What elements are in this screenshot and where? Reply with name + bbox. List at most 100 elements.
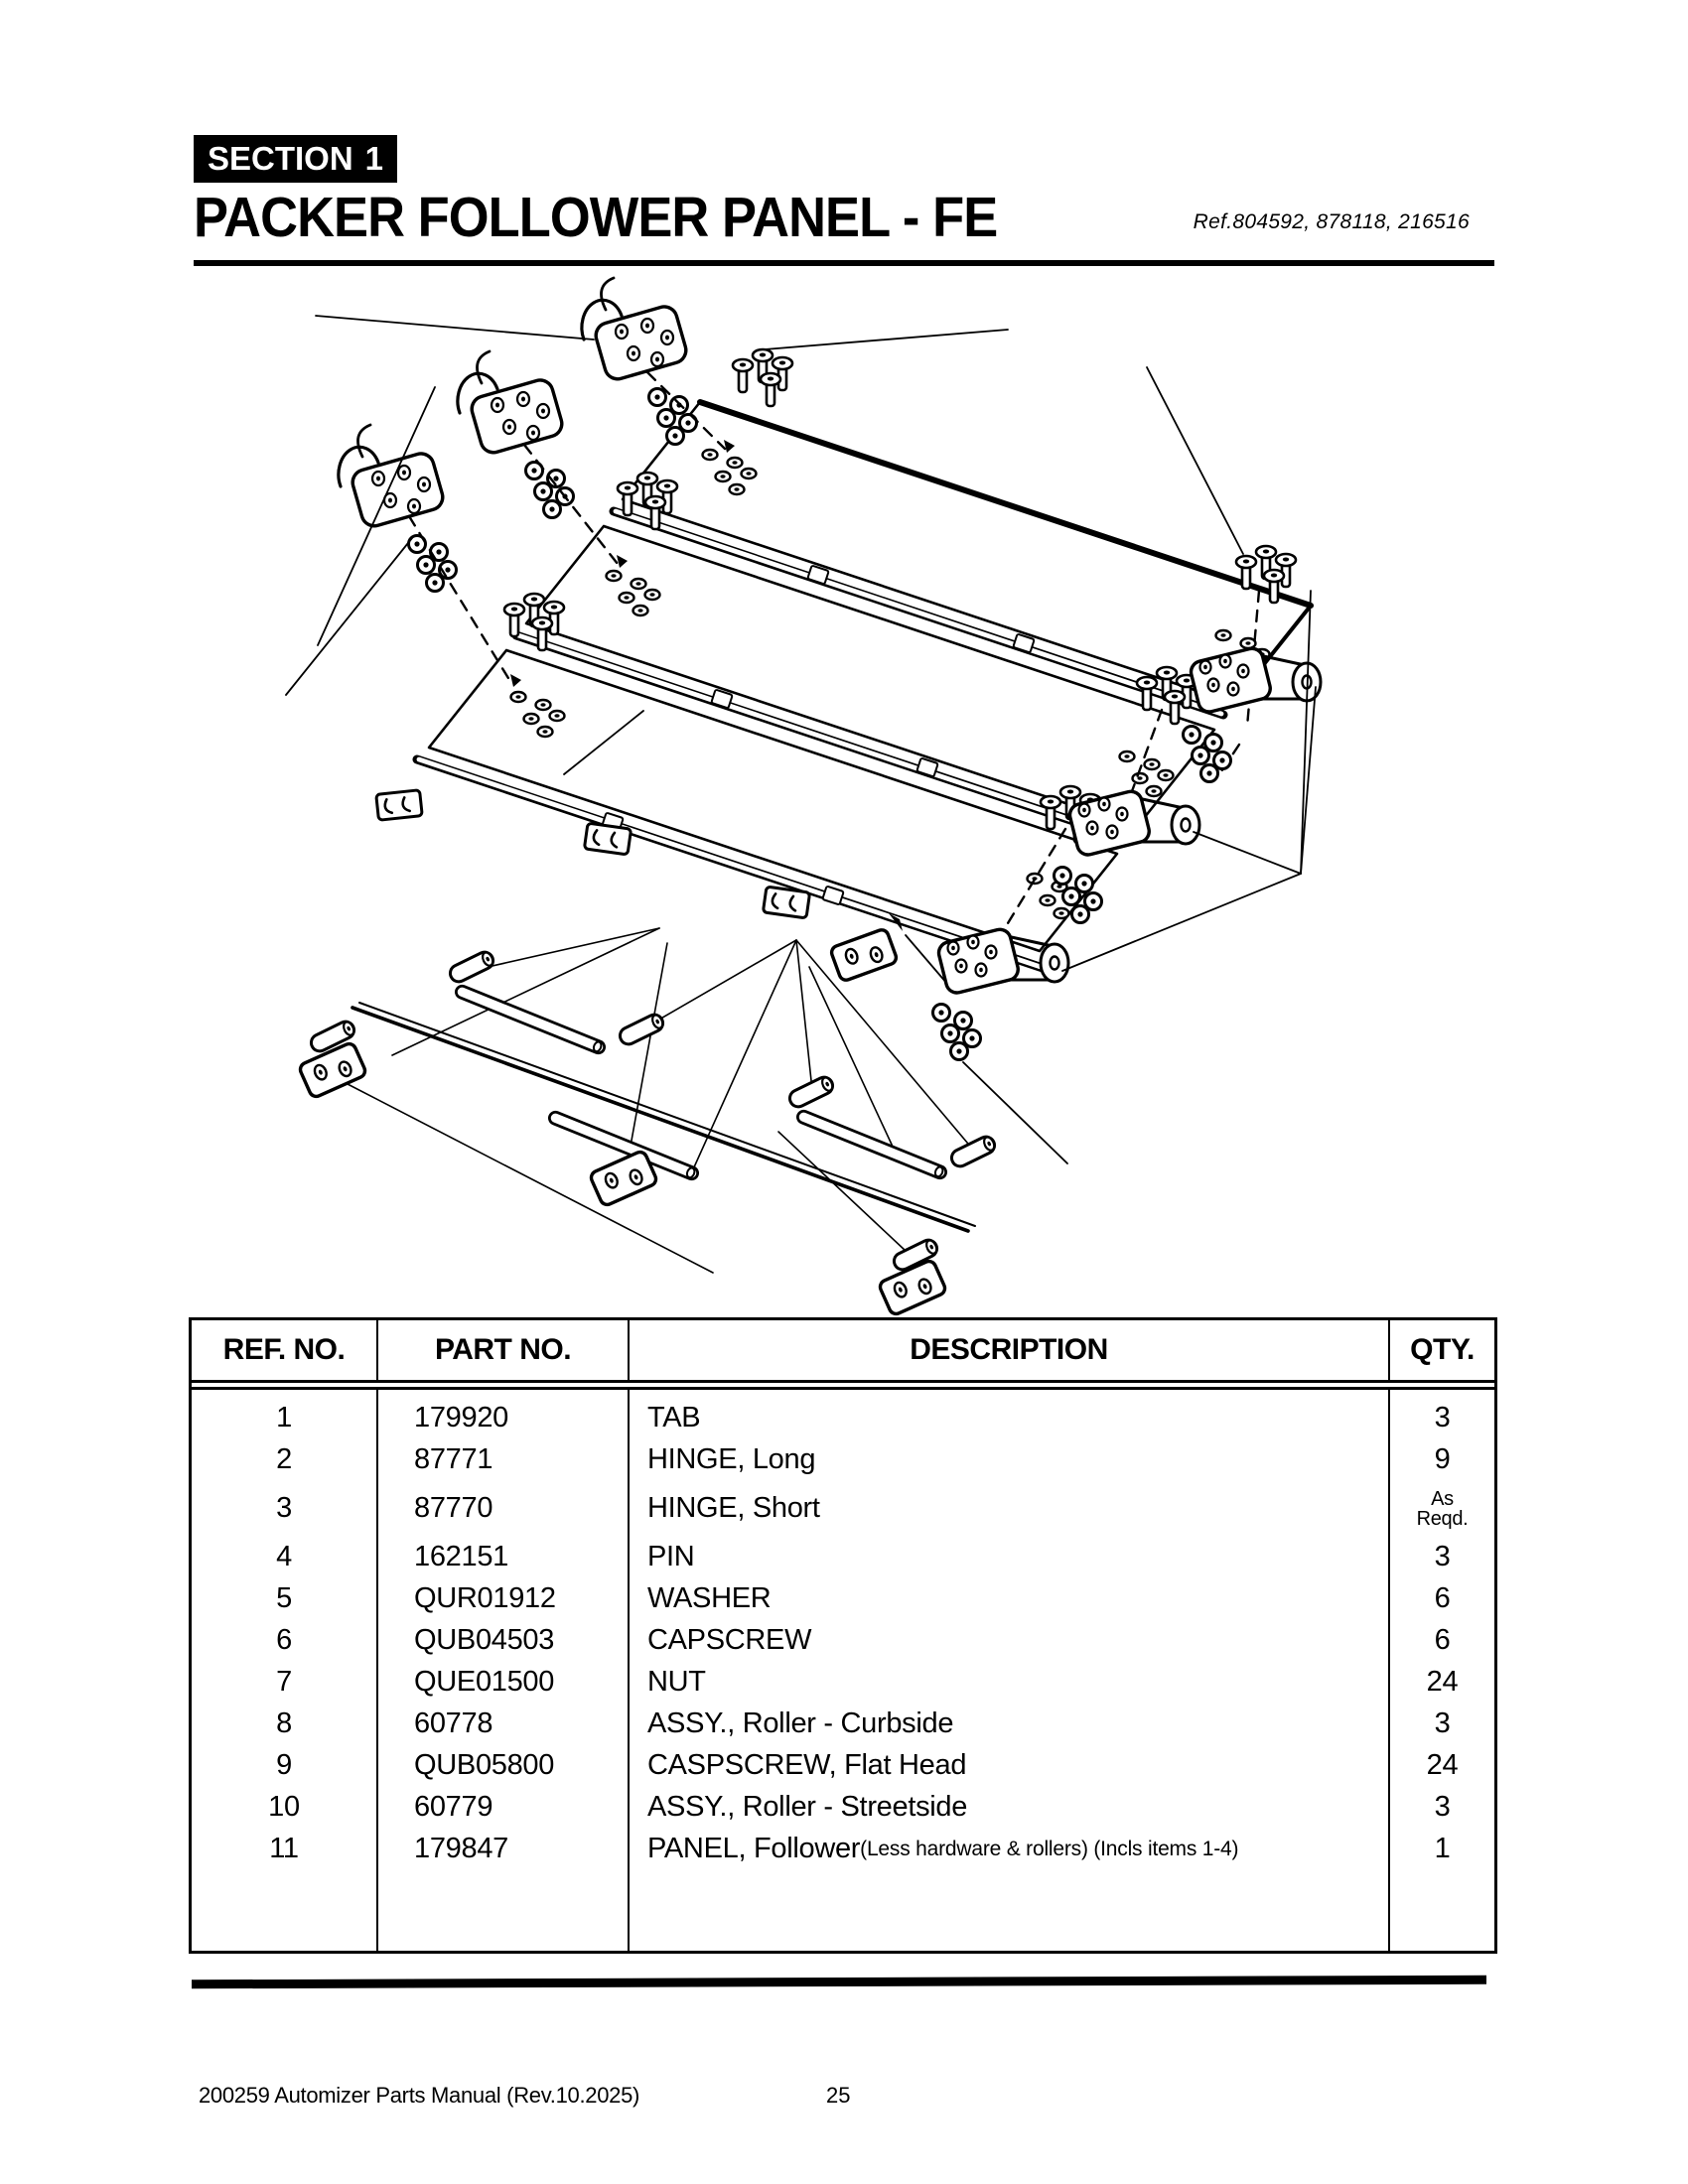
cell-description-row-10: ASSY., Roller - Streetside bbox=[647, 1791, 968, 1823]
lower-leader-lines bbox=[347, 927, 974, 1274]
section-badge: SECTION 1 bbox=[194, 135, 397, 183]
panel-corner-hardware bbox=[827, 913, 954, 992]
cell-part-no-row-5: QUR01912 bbox=[414, 1582, 556, 1614]
cell-qty-row-1: 3 bbox=[1434, 1402, 1451, 1433]
cell-description-row-11: PANEL, Follower (Less hardware & rollers… bbox=[647, 1833, 1239, 1864]
cell-part-no-row-1: 179920 bbox=[414, 1402, 508, 1433]
pin-4 bbox=[785, 1072, 837, 1112]
cell-description-row-7: NUT bbox=[647, 1666, 706, 1698]
washer-cluster-right-2 bbox=[1055, 868, 1102, 923]
pin-5 bbox=[947, 1132, 999, 1171]
washer-cluster-right-3 bbox=[933, 1005, 981, 1060]
front-rail bbox=[374, 754, 1048, 973]
cell-ref-no-row-9: 9 bbox=[276, 1749, 292, 1781]
tab-plate-3 bbox=[876, 1257, 949, 1318]
footer-manual-title: 200259 Automizer Parts Manual (Rev.10.20… bbox=[199, 2083, 640, 2108]
hinge-rod-long-1 bbox=[609, 506, 1228, 720]
header-rule bbox=[194, 260, 1494, 266]
capscrew-cluster-right-1 bbox=[1236, 546, 1296, 603]
panel-holes-right-2 bbox=[1120, 751, 1174, 796]
cell-ref-no-row-7: 7 bbox=[276, 1666, 292, 1698]
cell-description-row-3: HINGE, Short bbox=[647, 1492, 820, 1524]
capscrew-cluster-right-3 bbox=[1041, 786, 1100, 843]
leader-lines-right bbox=[962, 366, 1317, 1164]
reference-note: Ref.804592, 878118, 216516 bbox=[1193, 210, 1470, 233]
panel-holes-left-2 bbox=[607, 571, 660, 615]
panel-holes-right-3 bbox=[1028, 874, 1081, 918]
pin-6 bbox=[890, 1235, 941, 1275]
cell-qty-row-4: 3 bbox=[1434, 1541, 1451, 1572]
cell-part-no-row-9: QUB05800 bbox=[414, 1749, 555, 1781]
exploded-parts-diagram bbox=[285, 276, 1323, 1318]
cell-ref-no-row-10: 10 bbox=[268, 1791, 300, 1823]
cell-qty-row-10: 3 bbox=[1434, 1791, 1451, 1823]
header-double-rule bbox=[192, 1387, 1494, 1390]
footer-page-number: 25 bbox=[826, 2083, 851, 2108]
header-description: DESCRIPTION bbox=[630, 1320, 1390, 1380]
cell-ref-no-row-6: 6 bbox=[276, 1624, 292, 1656]
cell-description-row-4: PIN bbox=[647, 1541, 695, 1572]
leader-lines-left bbox=[285, 315, 1009, 775]
panel-holes-right-1 bbox=[1216, 630, 1270, 675]
cell-description-row-9: CASPSCREW, Flat Head bbox=[647, 1749, 967, 1781]
capscrew-cluster-left-3 bbox=[504, 594, 564, 650]
cell-ref-no-row-5: 5 bbox=[276, 1582, 292, 1614]
roller-assembly-curbside-3 bbox=[337, 423, 448, 531]
tab-plate-1 bbox=[296, 1039, 369, 1101]
bottom-rule bbox=[191, 1975, 1487, 1989]
cell-qty-row-8: 3 bbox=[1434, 1707, 1451, 1739]
panel-holes-left-3 bbox=[511, 692, 565, 737]
cell-qty-row-7: 24 bbox=[1426, 1666, 1459, 1698]
cell-ref-no-row-1: 1 bbox=[276, 1402, 292, 1433]
cell-part-no-row-8: 60778 bbox=[414, 1707, 493, 1739]
follower-panel-strips bbox=[427, 399, 1314, 953]
roller-assembly-curbside-2 bbox=[456, 349, 567, 458]
header-ref-no: REF. NO. bbox=[192, 1320, 378, 1380]
cell-description-row-8: ASSY., Roller - Curbside bbox=[647, 1707, 954, 1739]
pin-2 bbox=[307, 1017, 358, 1056]
cell-description-row-2: HINGE, Long bbox=[647, 1443, 816, 1475]
panel-holes-left-1 bbox=[703, 450, 757, 494]
cell-part-no-row-10: 60779 bbox=[414, 1791, 493, 1823]
lower-angle-rail bbox=[351, 1002, 976, 1233]
cell-part-no-row-4: 162151 bbox=[414, 1541, 508, 1572]
cell-part-no-row-6: QUB04503 bbox=[414, 1624, 555, 1656]
cell-qty-row-9: 24 bbox=[1426, 1749, 1459, 1781]
tab-plate-2 bbox=[587, 1148, 660, 1209]
cell-ref-no-row-11: 11 bbox=[269, 1833, 299, 1864]
description-note: (Less hardware & rollers) (Incls items 1… bbox=[860, 1838, 1239, 1860]
washer-cluster-left-2 bbox=[526, 463, 574, 518]
page-title: PACKER FOLLOWER PANEL - FE bbox=[194, 186, 998, 249]
header-qty: QTY. bbox=[1410, 1333, 1475, 1366]
cell-part-no-row-3: 87770 bbox=[414, 1492, 493, 1524]
washer-cluster-left-3 bbox=[409, 536, 457, 592]
pin-1 bbox=[446, 947, 497, 987]
hinge-rod-short-1 bbox=[453, 983, 608, 1056]
cell-ref-no-row-2: 2 bbox=[276, 1443, 292, 1475]
cell-part-no-row-2: 87771 bbox=[414, 1443, 493, 1475]
capscrew-cluster-left-2 bbox=[618, 473, 677, 529]
cell-qty-row-6: 6 bbox=[1434, 1624, 1451, 1656]
cell-description-row-6: CAPSCREW bbox=[647, 1624, 812, 1656]
hinge-rod-short-2 bbox=[546, 1109, 701, 1182]
assembly-dashed-lines-left bbox=[407, 370, 727, 685]
capscrew-cluster-left-1 bbox=[733, 349, 792, 406]
header-part-no: PART NO. bbox=[378, 1320, 630, 1380]
cell-part-no-row-11: 179847 bbox=[414, 1833, 508, 1864]
cell-ref-no-row-8: 8 bbox=[276, 1707, 292, 1739]
cell-description-row-5: WASHER bbox=[647, 1582, 772, 1614]
cell-qty-row-2: 9 bbox=[1434, 1443, 1451, 1475]
section-number: 1 bbox=[364, 140, 383, 177]
roller-assembly-streetside-3 bbox=[934, 925, 1070, 998]
washer-cluster-right-1 bbox=[1184, 727, 1231, 782]
assembly-dashed-lines-right bbox=[995, 589, 1261, 943]
cell-qty-row-5: 6 bbox=[1434, 1582, 1451, 1614]
cell-ref-no-row-4: 4 bbox=[276, 1541, 292, 1572]
cell-ref-no-row-3: 3 bbox=[276, 1492, 292, 1524]
cell-qty-row-3: As Reqd. bbox=[1416, 1487, 1469, 1530]
washer-cluster-left-1 bbox=[649, 389, 697, 445]
